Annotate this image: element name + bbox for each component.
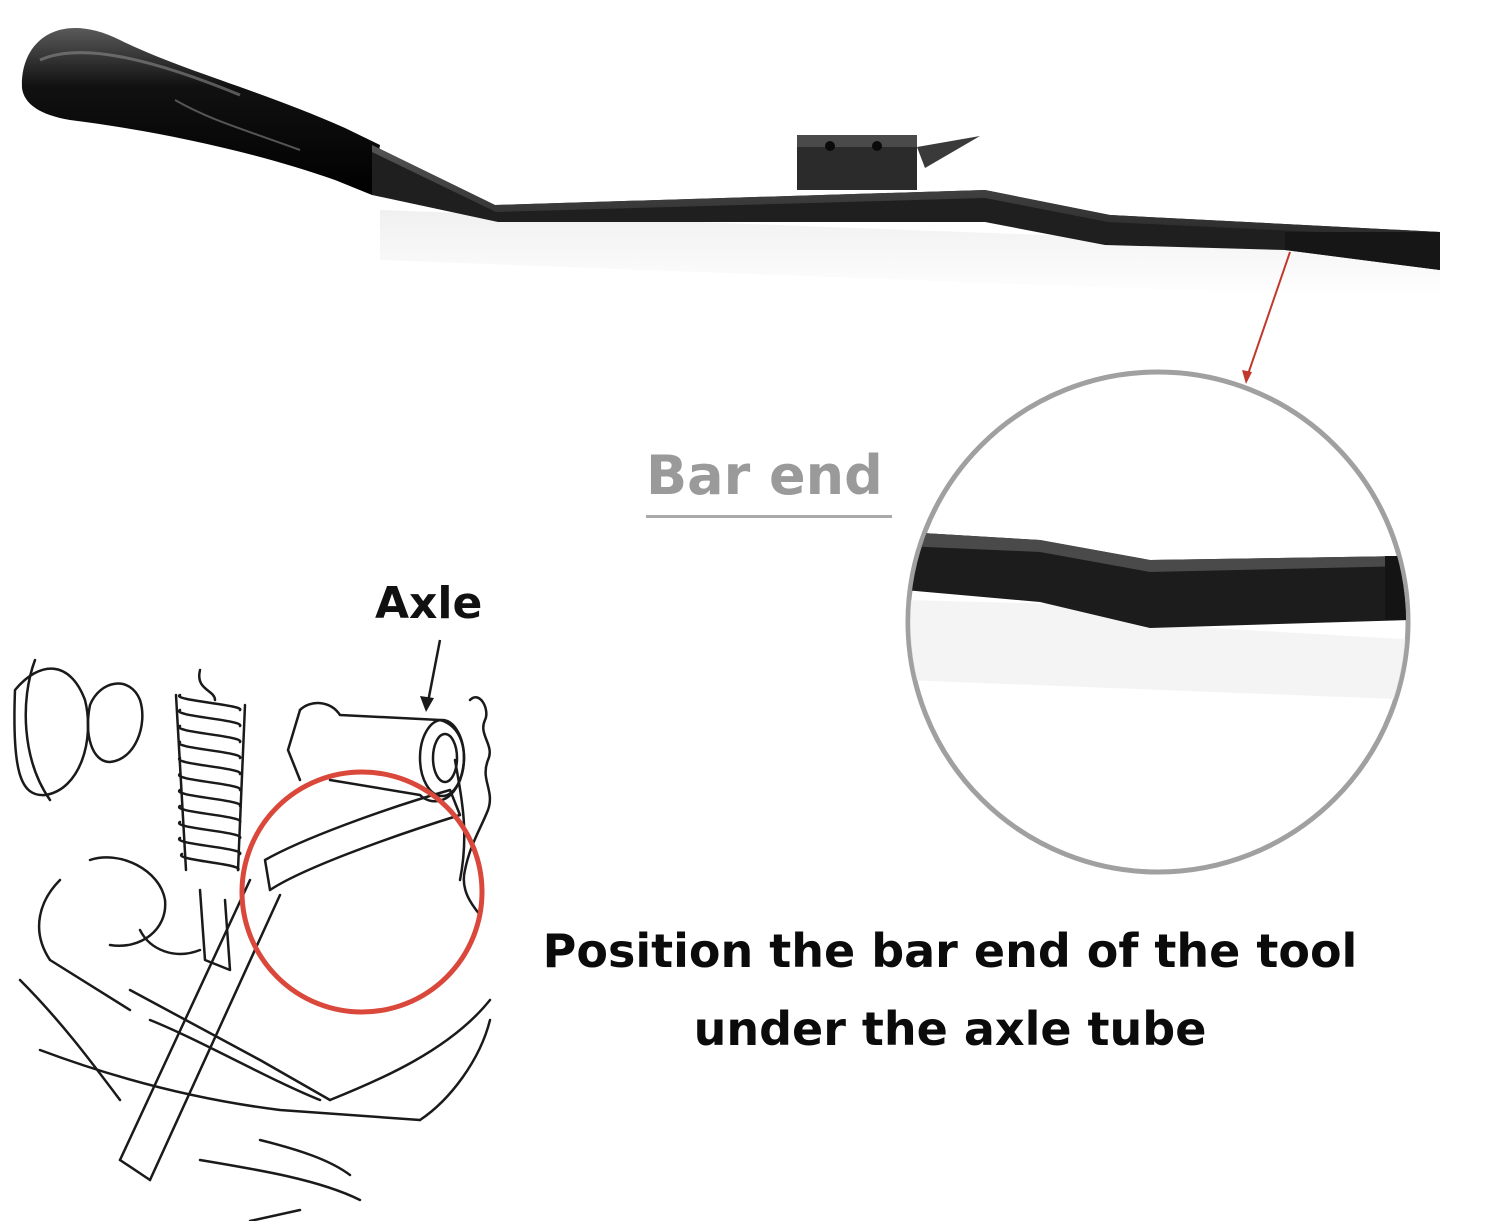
axle-tube bbox=[286, 701, 466, 803]
bar-end-label: Bar end bbox=[646, 438, 892, 518]
zoom-circle bbox=[905, 369, 1411, 875]
screw-icon bbox=[825, 141, 835, 151]
instruction-line-2: under the axle tube bbox=[693, 1002, 1207, 1056]
instruction-text: Position the bar end of the tool under t… bbox=[520, 912, 1380, 1072]
highlight-circle bbox=[239, 769, 485, 1015]
callout-arrow bbox=[1242, 251, 1291, 384]
axle-label: Axle bbox=[375, 578, 483, 629]
tool-clamp-block bbox=[797, 135, 980, 190]
bar-end-detail bbox=[910, 532, 1406, 700]
tool-reflection bbox=[380, 210, 1440, 300]
tool-handle bbox=[21, 27, 380, 195]
screw-icon bbox=[872, 141, 882, 151]
spring bbox=[174, 693, 247, 872]
instruction-line-1: Position the bar end of the tool bbox=[542, 924, 1358, 978]
tool-bar bbox=[372, 145, 1440, 270]
axle-arrow bbox=[420, 639, 442, 712]
